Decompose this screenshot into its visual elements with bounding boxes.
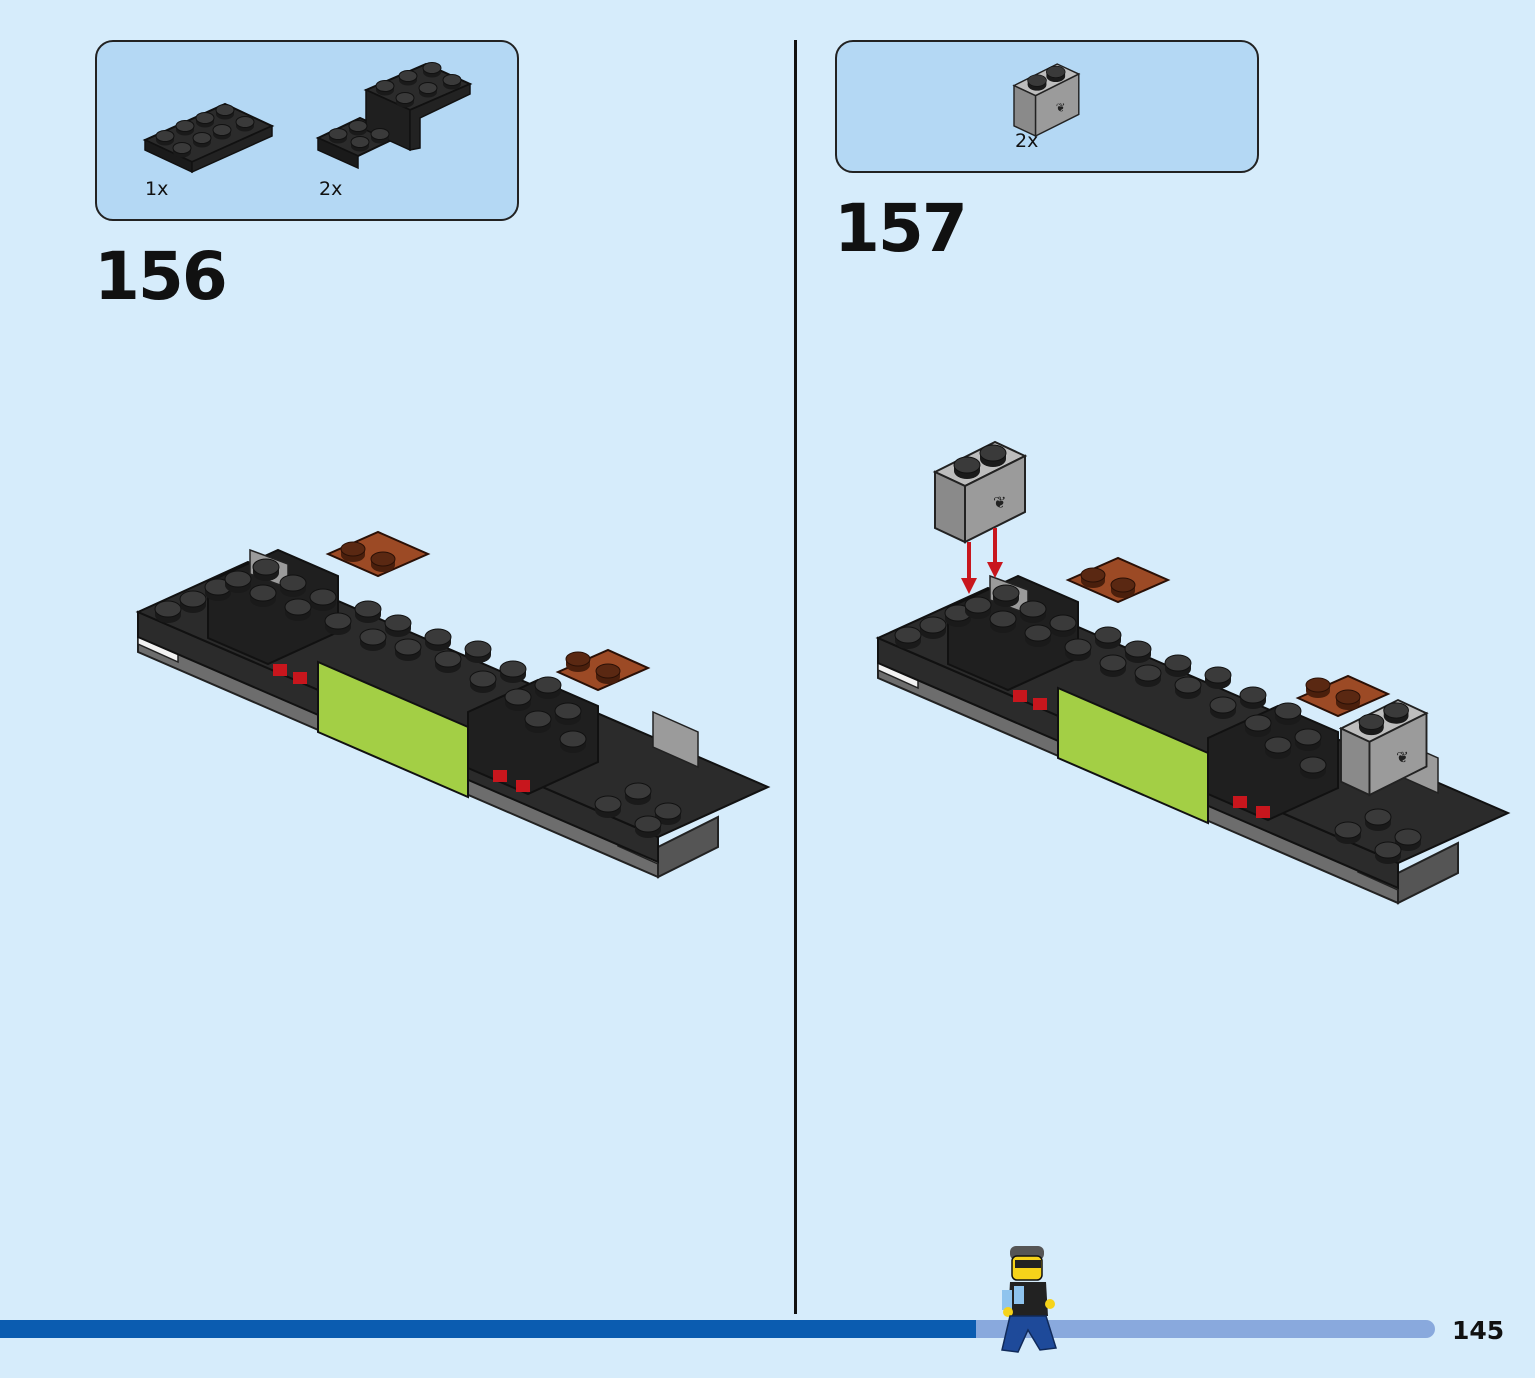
page-divider (794, 40, 797, 1314)
part-bracket-black (315, 62, 473, 170)
part-quantity: 1x (145, 178, 169, 200)
step-number: 157 (834, 190, 968, 267)
insert-arrows (961, 528, 1003, 594)
page-number: 145 (1452, 1316, 1505, 1345)
part-quantity: 2x (319, 178, 343, 200)
part-plate-2x4-black (142, 102, 275, 174)
step-number: 156 (94, 238, 228, 315)
part-quantity: 2x (1015, 130, 1039, 152)
progress-fill (0, 1320, 976, 1338)
